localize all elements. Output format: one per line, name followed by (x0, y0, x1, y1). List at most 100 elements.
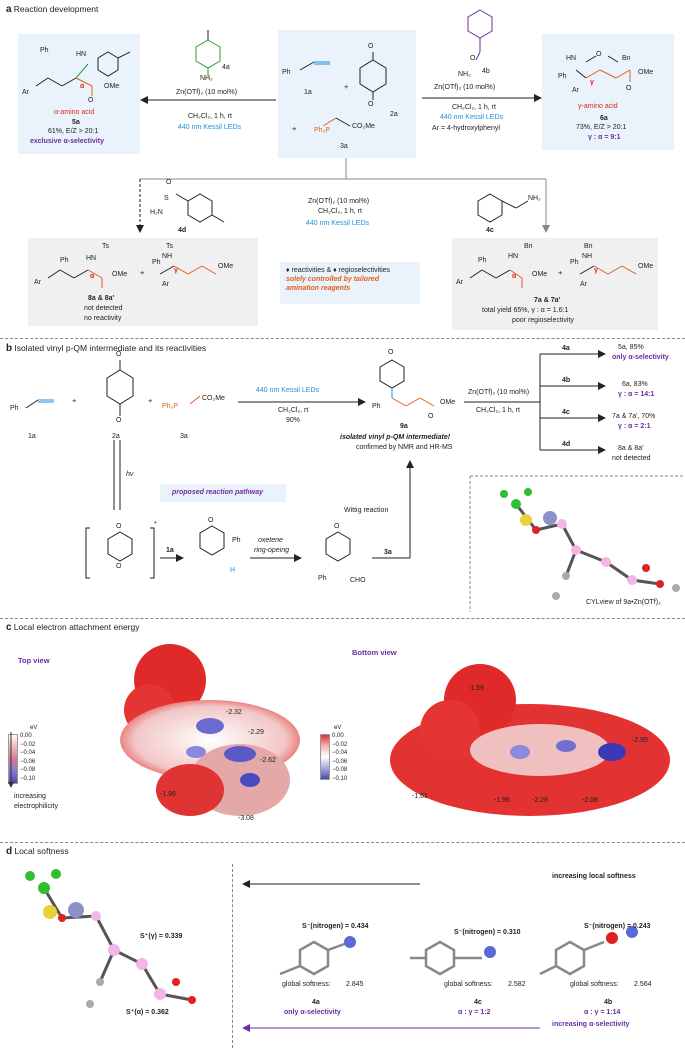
alpha-label: α (80, 83, 85, 90)
section-c-title: Local electron attachment energy (13, 622, 140, 632)
o-label: O (334, 523, 340, 530)
section-b-drawing (25, 350, 685, 612)
mol-label: 4b (604, 999, 613, 1006)
co2me-label: CO₂Me (202, 395, 225, 402)
energy-value: -1.59 (468, 685, 484, 692)
o-label: O (368, 43, 374, 50)
atom (601, 557, 611, 567)
s-alpha-label: S⁺(α) = 0.362 (126, 1009, 169, 1016)
atom (672, 584, 680, 592)
product-8a-note-1: not detected (84, 305, 123, 312)
scale-ticks-left: 0.00 −0.02 −0.04 −0.06 −0.08 −0.10 (20, 733, 36, 782)
atom (96, 978, 104, 986)
ome-label: OMe (218, 263, 234, 270)
nh-label: NH (582, 253, 593, 260)
mol-label: 4a (312, 999, 320, 1006)
o-label: O (626, 85, 632, 92)
ph-label: Ph (282, 69, 291, 76)
alpha-label: α (512, 273, 517, 280)
plus-sign: + (72, 396, 77, 405)
scale-arrow (8, 732, 14, 788)
label-3a: 3a (180, 433, 188, 440)
o-label: O (88, 97, 94, 104)
plus-sign: + (558, 268, 563, 277)
atom (571, 545, 581, 555)
gamma-label: γ (590, 79, 594, 86)
o-label: O (388, 349, 394, 356)
branch-reagent: 4b (562, 377, 571, 384)
ph-label: Ph (232, 537, 241, 544)
branch-reagent: 4c (562, 409, 570, 416)
mol-selectivity: α : γ = 1:2 (458, 1009, 491, 1016)
energy-value: -1.61 (412, 793, 428, 800)
product-6a-box: HN O Bn Ph Ar γ OMe O γ-amino acid 6a 73… (542, 34, 674, 150)
color-scale-right (320, 734, 330, 780)
atom (626, 926, 638, 938)
ar-label: Ar (580, 281, 587, 288)
global-softness-label: global softness: (570, 981, 619, 988)
reagent-4c-label: 4c (486, 227, 494, 234)
center-reactant-drawing (299, 52, 387, 127)
softness-molecule (25, 869, 196, 1008)
bottom-view-surface (390, 664, 670, 816)
plus-sign: + (140, 268, 145, 277)
divider-c-d (0, 842, 685, 843)
atom (532, 526, 540, 534)
gamma-label: γ (594, 267, 598, 274)
s-label: S (164, 195, 169, 202)
atom (656, 580, 664, 588)
o-label: O (116, 523, 122, 530)
mol-selectivity: α : γ = 1:14 (584, 1009, 621, 1016)
section-d-title: Local softness (14, 846, 69, 856)
branch-connectors (136, 158, 550, 233)
product-6a-label: 6a (600, 115, 608, 122)
bn-label: Bn (584, 243, 593, 250)
atom (543, 511, 557, 525)
branch-reagent: 4a (562, 345, 570, 352)
atom (562, 572, 570, 580)
ts-label: Ts (102, 243, 109, 250)
branch-result: 5a, 85% (618, 344, 644, 351)
ome-label: OMe (638, 263, 654, 270)
center-note-box: ♦ reactivities & ♦ regioselectivities so… (280, 262, 420, 304)
plus-sign: + (148, 396, 153, 405)
ph-label: Ph (478, 257, 487, 264)
energy-value: -2.28 (532, 797, 548, 804)
label-3a: 3a (340, 143, 348, 150)
right-cond-1: Zn(OTf)₂ (10 mol%) (434, 84, 496, 91)
global-softness-label: global softness: (444, 981, 493, 988)
ph3p-label: Ph₃P (314, 127, 331, 134)
product-7a-label: 7a & 7a' (534, 297, 561, 304)
hn-label: HN (566, 55, 577, 62)
increasing-softness-label: increasing local softness (552, 873, 636, 880)
middle-cond-3: 440 nm Kessil LEDs (306, 220, 370, 227)
nh2-label: NH₂ (200, 75, 213, 82)
product-5a-yield: 61%, E/Z > 20:1 (48, 128, 99, 135)
atom (511, 499, 521, 509)
plus-sign: + (292, 124, 297, 133)
atom (68, 902, 84, 918)
atom (86, 1000, 94, 1008)
ome-label: OMe (112, 271, 128, 278)
energy-value: -3.08 (238, 815, 254, 822)
branch-extra: not detected (612, 455, 651, 462)
b-cond-2: CH₂Cl₂, rt (278, 407, 309, 414)
s-gamma-label: S⁺(γ) = 0.339 (140, 933, 183, 940)
atom (108, 944, 120, 956)
reagent-4b-label: 4b (482, 68, 490, 75)
ring-open-2: ring-opeing (254, 547, 290, 554)
atom (25, 871, 35, 881)
ph-label: Ph (372, 403, 381, 410)
o-label: O (428, 413, 434, 420)
product-6a-yield: 73%, E/Z > 20:1 (576, 124, 627, 131)
gamma-label: γ (174, 267, 178, 274)
center-reactant-box: Ph O O 1a + 2a + Ph₃P CO₂Me 3a (278, 30, 416, 158)
left-reagent-drawing (140, 30, 276, 104)
section-a-title: Reaction development (13, 4, 99, 14)
ar-label: Ar (456, 279, 463, 286)
middle-cond-1: Zn(OTf)₂ (10 mol%) (308, 198, 370, 205)
ts-label: Ts (166, 243, 173, 250)
top-view-label: Top view (18, 656, 50, 665)
atom (484, 946, 496, 958)
section-d-label: d (6, 846, 13, 857)
